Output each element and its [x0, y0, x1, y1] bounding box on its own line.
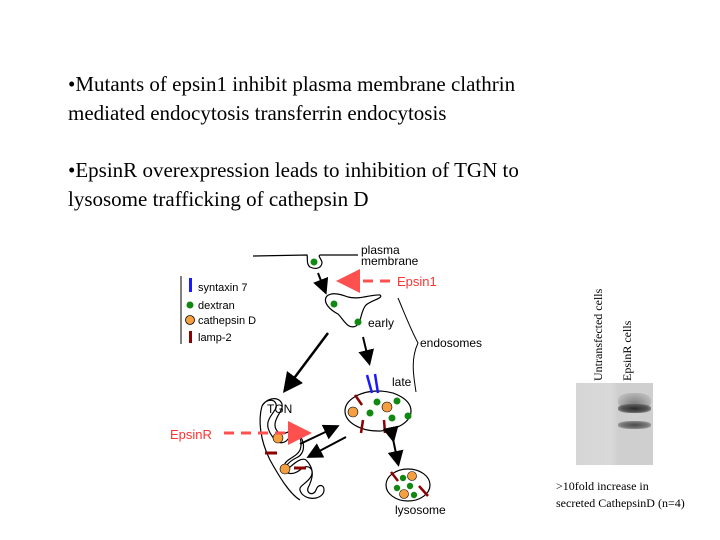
dextran-dot	[373, 398, 381, 406]
syntaxin-marker	[365, 374, 374, 394]
early-endosome	[324, 293, 382, 328]
caption-line: secreted CathepsinD (n=4)	[556, 496, 685, 510]
bullet-line: mediated endocytosis transferrin endocyt…	[68, 101, 447, 125]
lane-label-untransfected: Untransfected cells	[591, 288, 605, 381]
label-tgn: TGN	[267, 402, 292, 416]
label-plasma: plasma	[361, 243, 400, 257]
label-lysosome: lysosome	[395, 503, 446, 517]
cathepsin-circle	[347, 406, 359, 418]
dextran-dot	[354, 318, 362, 326]
legend-label: lamp-2	[198, 332, 232, 344]
plasma-membrane	[252, 254, 358, 269]
syntaxin-marker	[373, 373, 380, 394]
dextran-dot	[366, 409, 374, 417]
bullet-epsin1: •Mutants of epsin1 inhibit plasma membra…	[68, 70, 515, 128]
dextran-dot	[399, 474, 407, 482]
western-blot-image	[576, 383, 653, 465]
dextran-dot	[393, 397, 401, 405]
dextran-icon	[186, 301, 194, 309]
cathepsin-icon	[185, 315, 195, 325]
gel-caption: >10fold increase in secreted CathepsinD …	[556, 478, 685, 512]
dextran-dot	[393, 484, 401, 492]
bullet-epsinr: •EpsinR overexpression leads to inhibiti…	[68, 156, 519, 214]
dextran-dot	[404, 412, 412, 420]
label-epsinr: EpsinR	[170, 427, 212, 442]
arrow-early-to-late	[358, 336, 374, 366]
arrow-tgn-to-late	[299, 424, 340, 445]
label-endosomes: endosomes	[420, 336, 482, 350]
dextran-dot	[410, 491, 418, 499]
legend-label: syntaxin 7	[198, 282, 248, 294]
lane-label-epsinr: EpsinR cells	[620, 320, 634, 381]
lamp-marker	[382, 419, 387, 434]
arrow-pm-to-early	[313, 272, 329, 295]
dextran-dot	[310, 258, 318, 266]
arrow-late-to-tgn	[306, 436, 347, 458]
endosomes-bracket	[397, 297, 419, 393]
lamp-marker	[418, 485, 429, 497]
gel-band-lower	[618, 421, 651, 429]
arrow-late-lysosome	[382, 425, 404, 467]
caption-line: >10fold increase in	[556, 479, 649, 493]
cathepsin-circle	[399, 489, 409, 499]
lamp-marker	[353, 394, 364, 406]
gel-band-upper	[618, 404, 651, 413]
cathepsin-circle	[381, 401, 393, 413]
label-membrane: membrane	[361, 254, 419, 268]
label-epsin1: Epsin1	[397, 274, 437, 289]
bullet-line: •EpsinR overexpression leads to inhibiti…	[68, 158, 519, 182]
dextran-dot	[388, 414, 396, 422]
lamp-marker	[359, 419, 365, 434]
dextran-dot	[406, 482, 414, 490]
label-early: early	[368, 316, 394, 330]
tgn-outer	[259, 405, 301, 501]
legend-label: dextran	[198, 300, 235, 312]
arrow-early-to-tgn	[283, 332, 329, 393]
lamp-marker	[390, 471, 399, 482]
legend: syntaxin 7 dextran cathepsin D lamp-2	[180, 276, 256, 344]
syntaxin-icon	[189, 278, 192, 292]
lamp-icon	[189, 331, 192, 343]
cathepsin-circle	[279, 463, 291, 475]
label-late: late	[392, 375, 412, 389]
legend-label: cathepsin D	[198, 315, 256, 327]
dextran-dot	[330, 300, 338, 308]
bullet-line: lysosome trafficking of cathepsin D	[68, 187, 369, 211]
bullet-line: •Mutants of epsin1 inhibit plasma membra…	[68, 72, 516, 96]
cathepsin-circle	[407, 471, 417, 481]
